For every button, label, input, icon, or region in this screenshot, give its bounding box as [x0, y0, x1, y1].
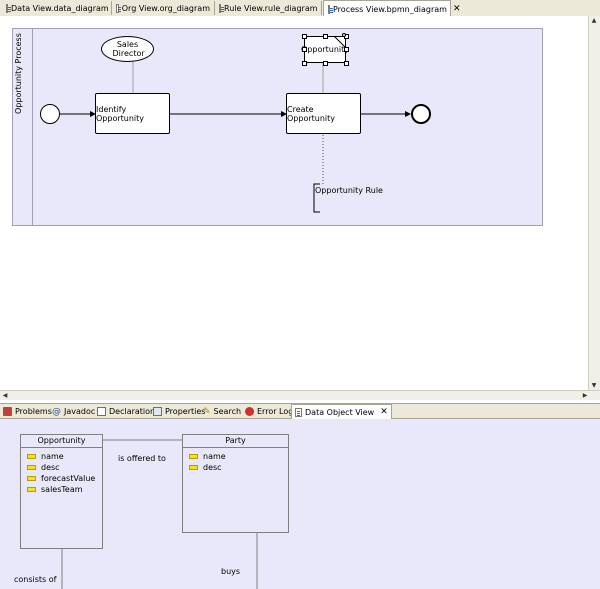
- tab-javadoc[interactable]: @ Javadoc: [52, 406, 96, 417]
- selection-handle[interactable]: [344, 47, 349, 52]
- selection-handle[interactable]: [323, 61, 328, 66]
- attribute-item[interactable]: salesTeam: [27, 484, 96, 495]
- connection-handle[interactable]: [342, 33, 346, 37]
- task-create-opportunity[interactable]: Create Opportunity: [286, 93, 361, 134]
- association-label-offered[interactable]: is offered to: [118, 454, 166, 463]
- selection-handle[interactable]: [344, 61, 349, 66]
- attribute-icon: [27, 454, 36, 459]
- attribute-item[interactable]: desc: [189, 462, 282, 473]
- declaration-icon: [97, 407, 106, 416]
- selection-handle[interactable]: [302, 34, 307, 39]
- class-opportunity[interactable]: Opportunity name desc forecastValue sale…: [20, 434, 103, 549]
- properties-icon: [153, 407, 162, 416]
- error-log-icon: [245, 407, 254, 416]
- data-object-fold-icon: [334, 36, 346, 50]
- association-label-consists[interactable]: consists of: [14, 575, 57, 584]
- attribute-icon: [27, 487, 36, 492]
- pool-header: [13, 29, 33, 225]
- horizontal-scrollbar[interactable]: ◀ ▶: [0, 390, 600, 400]
- tab-rule-view[interactable]: Rule View.rule_diagram: [215, 1, 322, 15]
- close-icon[interactable]: ✕: [380, 407, 388, 417]
- association-lines: [61, 439, 258, 589]
- data-object-view-icon: [295, 407, 302, 417]
- bpmn-canvas[interactable]: Opportunity Process Identify Opportunity…: [0, 16, 588, 390]
- attribute-icon: [189, 465, 198, 470]
- tab-search[interactable]: ✎ Search: [203, 406, 242, 417]
- tab-org-view[interactable]: Org View.org_diagram: [112, 1, 215, 15]
- end-event[interactable]: [411, 104, 431, 124]
- class-attributes: name desc: [183, 448, 288, 476]
- start-event[interactable]: [40, 104, 60, 124]
- association-label-buys[interactable]: buys: [221, 567, 241, 576]
- attribute-icon: [27, 476, 36, 481]
- diagram-file-icon: [328, 4, 333, 14]
- task-identify-opportunity[interactable]: Identify Opportunity: [95, 93, 170, 134]
- tab-problems[interactable]: Problems: [3, 405, 52, 418]
- diagram-file-icon: [219, 4, 224, 13]
- selection-handle[interactable]: [323, 34, 328, 39]
- attribute-item[interactable]: name: [27, 451, 96, 462]
- javadoc-icon: @: [52, 406, 61, 417]
- tab-error-log[interactable]: Error Log: [245, 405, 293, 418]
- problems-icon: [3, 407, 12, 416]
- search-icon: ✎: [203, 406, 211, 417]
- tab-data-view[interactable]: Data View.data_diagram: [2, 1, 112, 15]
- diagram-file-icon: [116, 4, 121, 13]
- selection-handle[interactable]: [302, 61, 307, 66]
- connections-layer: [60, 62, 411, 213]
- class-attributes: name desc forecastValue salesTeam: [21, 448, 102, 498]
- close-icon[interactable]: ✕: [452, 4, 461, 14]
- tab-data-object-view[interactable]: Data Object View ✕: [291, 404, 392, 419]
- class-title: Opportunity: [21, 435, 102, 448]
- diagram-file-icon: [6, 4, 11, 13]
- attribute-icon: [189, 454, 198, 459]
- tab-declaration[interactable]: Declaration: [97, 405, 155, 418]
- scroll-down-icon[interactable]: ▼: [591, 382, 597, 389]
- attribute-item[interactable]: desc: [27, 462, 96, 473]
- attribute-item[interactable]: forecastValue: [27, 473, 96, 484]
- rule-bracket: [313, 183, 320, 213]
- editor-tab-bar: Data View.data_diagram Org View.org_diag…: [0, 0, 600, 17]
- participant-sales-director[interactable]: Sales Director: [101, 36, 154, 62]
- tab-process-view[interactable]: Process View.bpmn_diagram ✕: [323, 0, 461, 16]
- attribute-icon: [27, 465, 36, 470]
- scroll-up-icon[interactable]: ▲: [591, 17, 597, 24]
- vertical-scrollbar[interactable]: ▲ ▼: [588, 16, 600, 390]
- scroll-right-icon[interactable]: ▶: [582, 392, 588, 399]
- rule-opportunity-rule[interactable]: Opportunity Rule: [315, 186, 383, 195]
- attribute-item[interactable]: name: [189, 451, 282, 462]
- tab-properties[interactable]: Properties: [153, 405, 205, 418]
- class-title: Party: [183, 435, 288, 448]
- data-object-view-canvas[interactable]: Opportunity name desc forecastValue sale…: [0, 419, 600, 589]
- class-party[interactable]: Party name desc: [182, 434, 289, 533]
- scroll-left-icon[interactable]: ◀: [2, 392, 8, 399]
- selection-handle[interactable]: [302, 47, 307, 52]
- view-tab-bar: Problems @ Javadoc Declaration Propertie…: [0, 403, 600, 419]
